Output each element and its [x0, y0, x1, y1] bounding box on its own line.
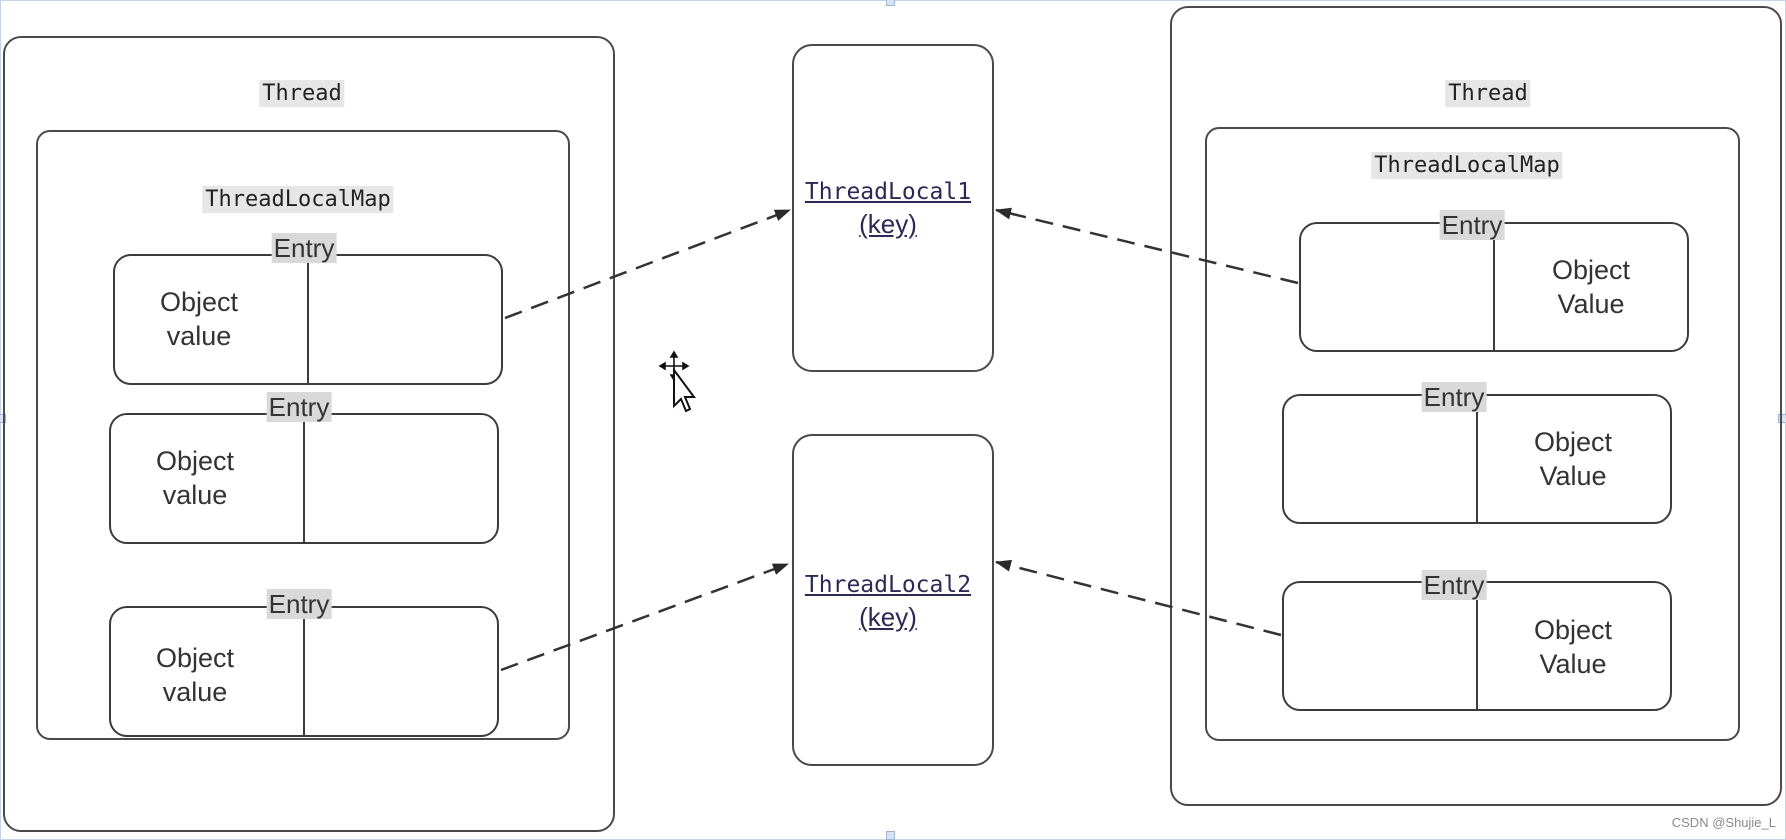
selection-handle-right[interactable] — [1778, 414, 1786, 423]
arrow-left-entry1-to-threadlocal1 — [504, 208, 791, 320]
threadlocal1-name: ThreadLocal1 — [804, 179, 972, 205]
entry-divider — [303, 608, 305, 735]
threadlocal1-sub: (key) — [859, 209, 917, 239]
entry-divider — [307, 256, 309, 383]
threadlocal2-key-text: ThreadLocal2 (key) — [788, 569, 988, 633]
arrow-left-entry3-to-threadlocal2 — [500, 562, 789, 672]
threadlocal2-name: ThreadLocal2 — [804, 572, 972, 598]
value-line1: Object — [155, 446, 235, 476]
left-threadlocalmap-title: ThreadLocalMap — [202, 186, 394, 213]
left-thread-box — [3, 36, 615, 832]
right-entry-1-label: Entry — [1439, 210, 1505, 240]
right-entry-1 — [1299, 222, 1689, 352]
right-threadlocalmap-title: ThreadLocalMap — [1371, 152, 1563, 179]
value-line2: Value — [1539, 461, 1607, 491]
arrow-right-entry1-to-threadlocal1 — [995, 207, 1299, 285]
threadlocal1-key-text: ThreadLocal1 (key) — [788, 176, 988, 240]
right-thread-title: Thread — [1445, 80, 1531, 107]
left-entry-2-value: Object value — [130, 444, 260, 512]
value-line2: Value — [1557, 289, 1625, 319]
entry-divider — [1476, 396, 1478, 522]
left-entry-1-label: Entry — [271, 233, 337, 263]
right-thread-box — [1170, 6, 1782, 806]
value-line2: value — [166, 321, 232, 351]
right-entry-2-value: Object Value — [1508, 425, 1638, 493]
left-entry-2 — [109, 413, 499, 544]
value-line1: Object — [1533, 615, 1613, 645]
arrow-right-entry3-to-threadlocal2 — [995, 559, 1282, 637]
threadlocal2-key-box — [792, 434, 994, 766]
right-entry-3-label: Entry — [1421, 570, 1487, 600]
entry-divider — [1476, 583, 1478, 709]
right-threadlocalmap-box — [1205, 127, 1740, 741]
right-entry-3-value: Object Value — [1508, 613, 1638, 681]
move-cursor-icon — [658, 350, 696, 413]
value-line1: Object — [1533, 427, 1613, 457]
selection-handle-top[interactable] — [886, 0, 895, 6]
threadlocal1-key-box — [792, 44, 994, 372]
value-line2: value — [162, 480, 228, 510]
value-line1: Object — [155, 643, 235, 673]
left-entry-1-value: Object value — [134, 285, 264, 353]
entry-divider — [1493, 224, 1495, 350]
value-line2: Value — [1539, 649, 1607, 679]
value-line1: Object — [1551, 255, 1631, 285]
entry-divider — [303, 415, 305, 542]
left-entry-3-value: Object value — [130, 641, 260, 709]
watermark: CSDN @Shujie_L — [1671, 815, 1776, 830]
value-line2: value — [162, 677, 228, 707]
left-thread-title: Thread — [259, 80, 345, 107]
left-threadlocalmap-box — [36, 130, 570, 740]
left-entry-2-label: Entry — [266, 392, 332, 422]
threadlocal2-sub: (key) — [859, 602, 917, 632]
right-entry-1-value: Object Value — [1526, 253, 1656, 321]
value-line1: Object — [159, 287, 239, 317]
left-entry-3-label: Entry — [266, 589, 332, 619]
right-entry-2-label: Entry — [1421, 382, 1487, 412]
